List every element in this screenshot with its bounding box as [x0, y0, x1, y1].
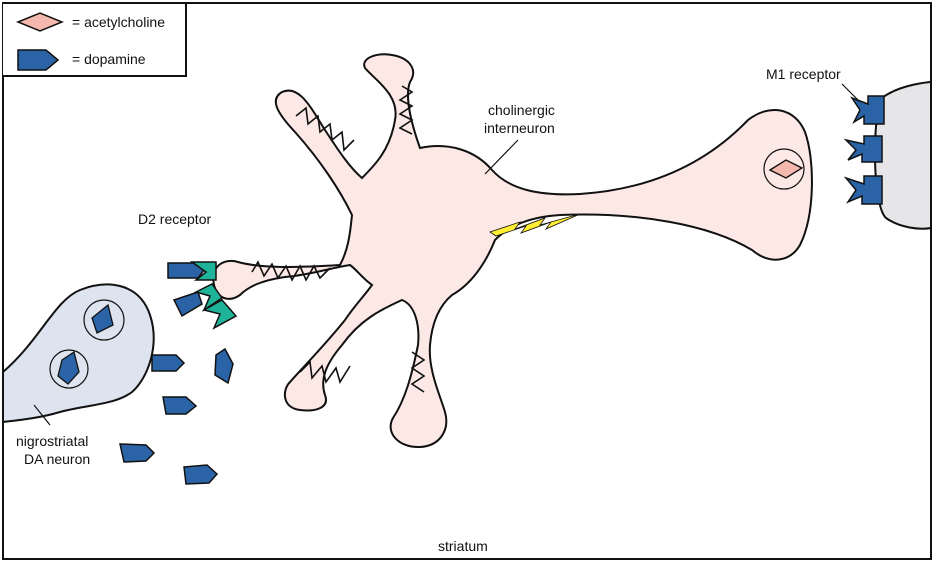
- interneuron-leader-line: [484, 139, 519, 175]
- dendritic-spines: [410, 351, 426, 393]
- target-cell: [841, 80, 932, 230]
- da-neuron-label-line2: DA neuron: [24, 451, 90, 467]
- legend: = acetylcholine = dopamine: [3, 2, 187, 77]
- dopamine-molecule: [214, 347, 234, 385]
- acetylcholine-legend-icon: [16, 12, 64, 32]
- d2-receptor-icon: [193, 283, 224, 313]
- d2-receptor-icon: [189, 261, 217, 281]
- dendritic-spines: [295, 106, 355, 152]
- acetylcholine-vesicle: [763, 148, 805, 190]
- dendritic-spines: [299, 360, 351, 384]
- cholinergic-interneuron: [212, 53, 813, 449]
- d2-receptor-label: D2 receptor: [138, 211, 211, 227]
- da-neuron: [1, 283, 155, 426]
- legend-dopamine-label: = dopamine: [72, 51, 146, 67]
- m1-receptor-label: M1 receptor: [766, 66, 841, 82]
- m1-receptor-icon: [843, 175, 883, 205]
- action-potential-icon: [489, 213, 581, 237]
- dopamine-vesicle: [49, 349, 89, 389]
- released-dopamine: [119, 347, 234, 485]
- d2-receptors: [167, 261, 238, 330]
- striatum-label: striatum: [438, 538, 488, 554]
- cholinergic-label: cholinergic: [488, 102, 555, 118]
- dendritic-spines: [251, 260, 331, 282]
- dopamine-molecule: [119, 443, 156, 463]
- da-neuron-label-line1: nigrostriatal: [16, 433, 88, 449]
- dopamine-molecule: [57, 350, 80, 385]
- da-neuron-leader-line: [33, 404, 51, 426]
- dopamine-molecule: [172, 291, 203, 318]
- dopamine-molecule: [183, 464, 219, 485]
- d2-receptor-icon: [201, 299, 238, 330]
- dopamine-molecule: [162, 396, 198, 415]
- acetylcholine-molecule: [768, 159, 804, 179]
- dopamine-molecule: [91, 303, 114, 334]
- dopamine-vesicle: [83, 299, 125, 341]
- interneuron-label: interneuron: [484, 120, 555, 136]
- dendritic-spines: [398, 85, 414, 135]
- dopamine-legend-icon: [17, 49, 60, 71]
- m1-leader-line: [841, 83, 859, 101]
- m1-receptor-icon: [850, 95, 885, 125]
- legend-acetylcholine-label: = acetylcholine: [72, 14, 165, 30]
- m1-receptor-icon: [843, 135, 883, 163]
- da-neuron-body: [1, 283, 155, 424]
- dopamine-molecule: [151, 354, 186, 372]
- interneuron-body: [212, 53, 813, 449]
